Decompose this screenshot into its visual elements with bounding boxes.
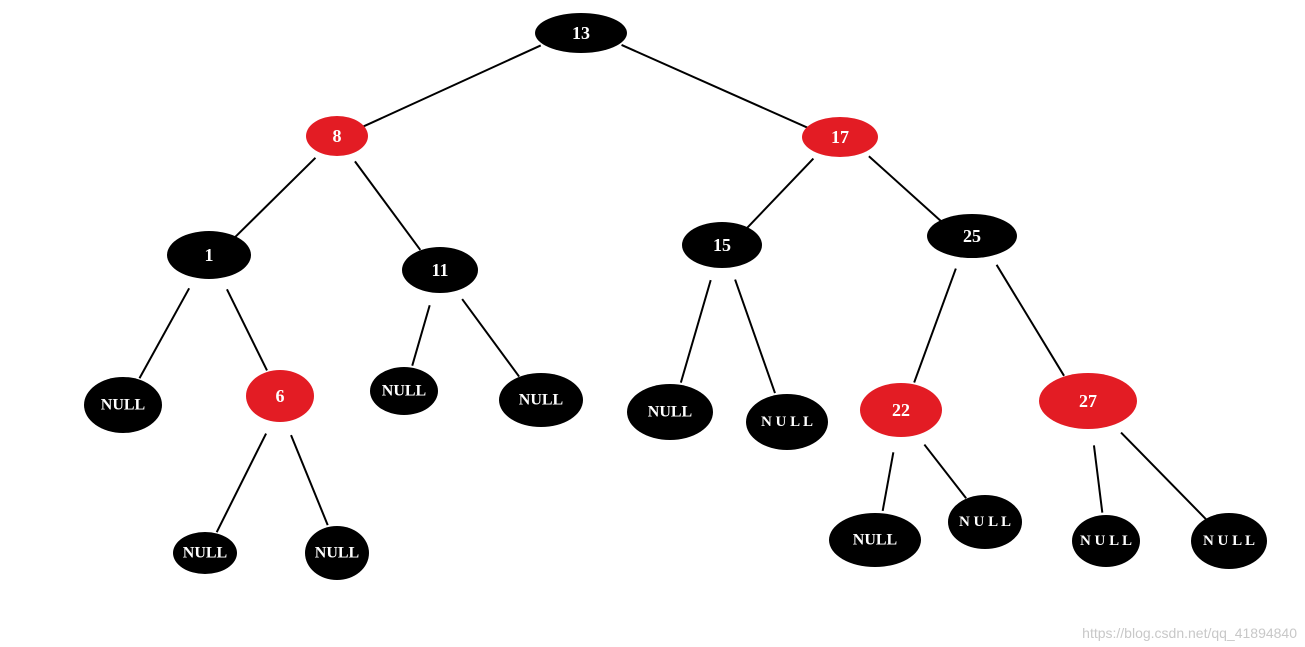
edge-n8-n1: [234, 157, 317, 238]
tree-node-n22: 22: [860, 383, 942, 437]
node-ellipse: [860, 383, 942, 437]
node-ellipse: [1039, 373, 1137, 429]
edge-n11-null_b: [411, 304, 431, 366]
edge-n13-n8: [360, 44, 542, 129]
tree-node-n25: 25: [927, 214, 1017, 258]
tree-node-null_f: NULL: [173, 532, 237, 574]
node-ellipse: [173, 532, 237, 574]
node-ellipse: [246, 370, 314, 422]
edge-n17-n25: [868, 155, 943, 223]
node-label: N U L L: [761, 414, 813, 430]
edge-n13-n17: [621, 44, 811, 130]
edge-n27-null_j: [1092, 445, 1104, 513]
node-label: N U L L: [1203, 533, 1255, 549]
tree-node-null_h: NULL: [829, 513, 921, 567]
edge-n11-null_c: [461, 298, 520, 378]
node-ellipse: [927, 214, 1017, 258]
node-label: 13: [572, 23, 590, 43]
node-ellipse: [370, 367, 438, 415]
tree-node-null_a: NULL: [84, 377, 162, 433]
edge-n25-n27: [995, 264, 1065, 377]
node-label: NULL: [648, 404, 692, 421]
node-ellipse: [167, 231, 251, 279]
tree-node-null_e: N U L L: [746, 394, 828, 450]
node-ellipse: [746, 394, 828, 450]
node-label: 15: [713, 235, 731, 255]
edge-n6-null_f: [215, 433, 267, 533]
node-ellipse: [627, 384, 713, 440]
edge-n15-null_e: [734, 279, 776, 394]
node-label: 17: [831, 127, 849, 147]
tree-node-null_c: NULL: [499, 373, 583, 427]
node-ellipse: [535, 13, 627, 53]
node-ellipse: [499, 373, 583, 427]
tree-node-null_b: NULL: [370, 367, 438, 415]
node-ellipse: [682, 222, 762, 268]
tree-node-n6: 6: [246, 370, 314, 422]
node-label: NULL: [382, 383, 426, 400]
node-label: NULL: [183, 545, 227, 562]
node-label: N U L L: [959, 514, 1011, 530]
node-label: NULL: [519, 392, 563, 409]
edge-n25-n22: [913, 268, 957, 383]
node-label: NULL: [315, 545, 359, 562]
tree-node-n8: 8: [306, 116, 368, 156]
tree-node-null_k: N U L L: [1191, 513, 1267, 569]
tree-node-null_d: NULL: [627, 384, 713, 440]
edge-n17-n15: [746, 157, 815, 229]
edge-n22-null_h: [881, 452, 895, 512]
edge-n27-null_k: [1120, 431, 1207, 520]
tree-node-null_i: N U L L: [948, 495, 1022, 549]
tree-node-n15: 15: [682, 222, 762, 268]
node-ellipse: [306, 116, 368, 156]
tree-node-n17: 17: [802, 117, 878, 157]
edge-n1-null_a: [138, 287, 191, 379]
node-ellipse: [84, 377, 162, 433]
watermark: https://blog.csdn.net/qq_41894840: [1082, 625, 1297, 641]
node-ellipse: [829, 513, 921, 567]
tree-node-null_j: N U L L: [1072, 515, 1140, 567]
edge-n8-n11: [354, 160, 422, 251]
node-ellipse: [948, 495, 1022, 549]
node-label: NULL: [101, 397, 145, 414]
tree-node-n27: 27: [1039, 373, 1137, 429]
node-label: 22: [892, 400, 910, 420]
node-ellipse: [802, 117, 878, 157]
node-label: 11: [431, 260, 448, 280]
node-label: NULL: [853, 532, 897, 549]
tree-node-n11: 11: [402, 247, 478, 293]
node-ellipse: [1072, 515, 1140, 567]
edge-n15-null_d: [679, 279, 712, 383]
node-ellipse: [305, 526, 369, 580]
edge-n22-null_i: [923, 443, 967, 499]
tree-node-n1: 1: [167, 231, 251, 279]
node-label: 27: [1079, 391, 1097, 411]
node-ellipse: [1191, 513, 1267, 569]
edge-n1-n6: [226, 288, 268, 371]
node-label: N U L L: [1080, 533, 1132, 549]
node-label: 6: [276, 386, 285, 406]
edge-n6-null_g: [290, 434, 329, 526]
node-label: 25: [963, 226, 981, 246]
tree-node-n13: 13: [535, 13, 627, 53]
node-label: 8: [333, 126, 342, 146]
node-ellipse: [402, 247, 478, 293]
node-label: 1: [205, 245, 214, 265]
tree-node-null_g: NULL: [305, 526, 369, 580]
